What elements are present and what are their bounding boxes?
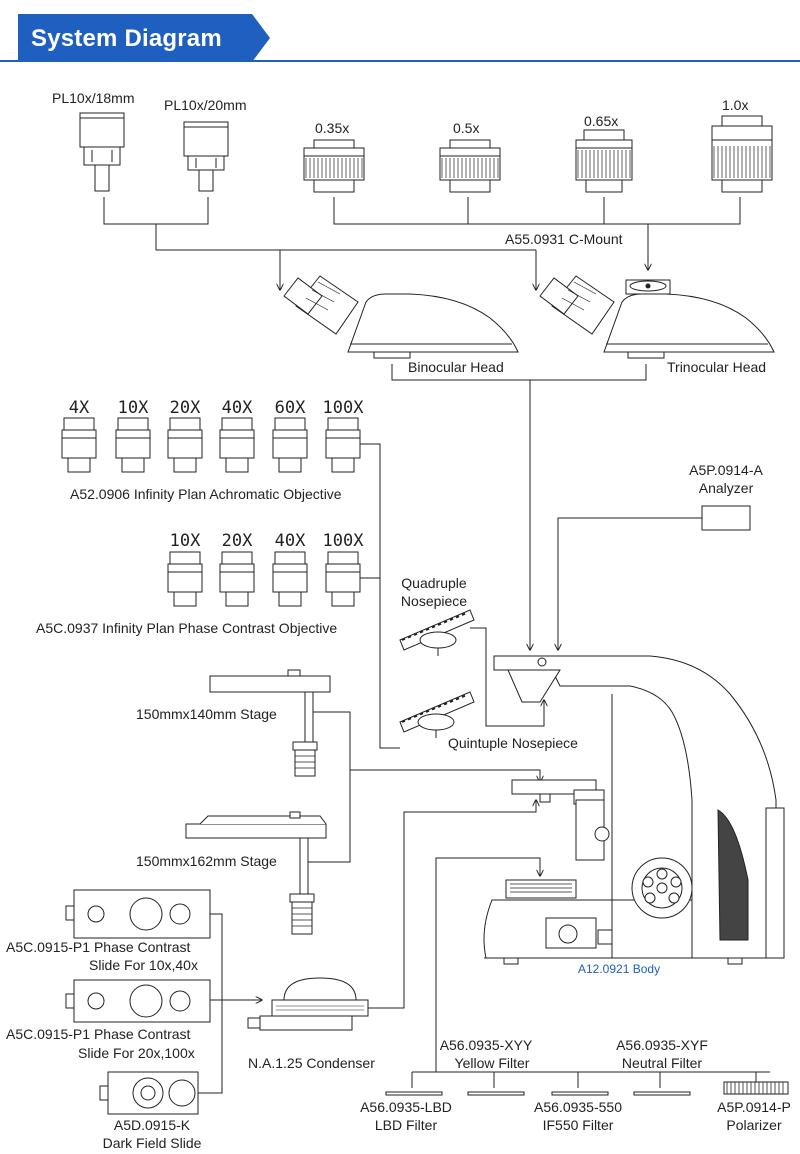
stage-162mm-label: 150mmx162mm Stage <box>136 853 277 869</box>
condenser <box>247 977 369 1031</box>
binocular-head-label: Binocular Head <box>408 359 504 375</box>
stage-162mm <box>185 811 327 935</box>
c-mount-035x <box>303 139 365 193</box>
objective-4x <box>61 417 97 473</box>
c-mount-label: A55.0931 C-Mount <box>505 231 623 247</box>
trinocular-head-label: Trinocular Head <box>667 359 766 375</box>
quadruple-label-1: Quadruple <box>401 575 467 591</box>
if550-filter-name: IF550 Filter <box>543 1117 614 1133</box>
phase-objective-100x <box>325 551 361 607</box>
objective-20x <box>167 417 203 473</box>
header-banner <box>18 14 270 62</box>
header-rule <box>0 60 800 62</box>
condenser-connector <box>368 800 536 1009</box>
phase-slide-10x-40x <box>65 889 211 939</box>
slide-p1b-label-1: A5C.0915-P1 Phase Contrast <box>6 1026 191 1042</box>
slide-p1a-label-1: A5C.0915-P1 Phase Contrast <box>6 939 191 955</box>
objective-label-20x: 20X <box>170 398 201 418</box>
c-mount-035x-label: 0.35x <box>315 120 349 136</box>
objective-label-10x: 10X <box>118 398 149 418</box>
phase-objective-label-40x: 40X <box>275 531 306 551</box>
neutral-filter <box>633 1091 691 1096</box>
polarizer-code: A5P.0914-P <box>717 1099 791 1115</box>
neutral-filter-code: A56.0935-XYF <box>616 1037 708 1053</box>
condenser-label: N.A.1.25 Condenser <box>248 1055 375 1071</box>
dark-field-slide <box>99 1071 199 1115</box>
phase-slide-20x-100x <box>65 979 211 1023</box>
polarizer <box>723 1081 789 1095</box>
slide-p1b-label-2: Slide For 20x,100x <box>78 1045 195 1061</box>
objective-10x <box>115 417 151 473</box>
quadruple-nosepiece <box>399 609 475 656</box>
quintuple-label: Quintuple Nosepiece <box>448 735 578 751</box>
yellow-filter-code: A56.0935-XYY <box>440 1037 533 1053</box>
binocular-head <box>283 275 519 359</box>
objective-60x <box>272 417 308 473</box>
objective-100x <box>325 417 361 473</box>
c-mount-05x <box>439 139 501 193</box>
phase-objective-label-20x: 20X <box>222 531 253 551</box>
dark-slide-label-1: A5D.0915-K <box>114 1117 191 1133</box>
if550-filter-code: A56.0935-550 <box>534 1099 622 1115</box>
polarizer-name: Polarizer <box>726 1117 782 1133</box>
stage-140mm-label: 150mmx140mm Stage <box>136 706 277 722</box>
objective-label-100x: 100X <box>323 398 365 418</box>
eyepiece-18mm-label: PL10x/18mm <box>52 90 134 106</box>
phase-objective-label: A5C.0937 Infinity Plan Phase Contrast Ob… <box>36 620 337 636</box>
quintuple-nosepiece <box>399 691 475 738</box>
objective-label-40x: 40X <box>222 398 253 418</box>
body-label: A12.0921 Body <box>578 962 660 976</box>
phase-objectives <box>167 551 361 607</box>
yellow-filter-name: Yellow Filter <box>455 1055 530 1071</box>
lbd-filter-code: A56.0935-LBD <box>360 1099 452 1115</box>
phase-objective-40x <box>272 551 308 607</box>
nosepiece-connector <box>470 627 544 727</box>
c-mount-10x <box>711 115 773 193</box>
quadruple-label-2: Nosepiece <box>401 593 467 609</box>
head-connector <box>391 364 647 650</box>
achromatic-objectives <box>61 417 361 473</box>
c-mount-065x-label: 0.65x <box>584 113 618 129</box>
dark-slide-label-2: Dark Field Slide <box>103 1135 202 1151</box>
eyepiece-20mm-label: PL10x/20mm <box>164 97 246 113</box>
microscope-body <box>483 655 785 965</box>
analyzer-connector <box>558 517 702 650</box>
page-title: System Diagram <box>31 25 222 52</box>
filter-connector <box>411 857 770 1088</box>
stage-140mm <box>209 669 331 777</box>
lbd-filter <box>385 1091 443 1096</box>
analyzer <box>701 505 751 531</box>
if550-filter <box>551 1091 609 1096</box>
eyepiece-20mm <box>183 121 229 192</box>
c-mount-065x <box>575 129 633 193</box>
slide-connector <box>198 913 262 1094</box>
lbd-filter-name: LBD Filter <box>375 1117 438 1133</box>
analyzer-name: Analyzer <box>699 480 754 496</box>
stage-connector <box>308 711 540 863</box>
analyzer-code: A5P.0914-A <box>689 462 763 478</box>
c-mount-05x-label: 0.5x <box>453 120 479 136</box>
eyepiece-18mm <box>79 112 125 192</box>
objective-label-60x: 60X <box>275 398 306 418</box>
objective-label-4x: 4X <box>69 398 90 418</box>
phase-objective-10x <box>167 551 203 607</box>
slide-p1a-label-2: Slide For 10x,40x <box>89 957 198 973</box>
phase-objective-label-10x: 10X <box>170 531 201 551</box>
yellow-filter <box>467 1091 525 1096</box>
trinocular-head <box>539 275 775 359</box>
phase-objective-label-100x: 100X <box>323 531 365 551</box>
achromatic-objective-label: A52.0906 Infinity Plan Achromatic Object… <box>70 486 342 502</box>
phase-objective-20x <box>219 551 255 607</box>
objective-40x <box>219 417 255 473</box>
objective-connector <box>360 443 400 749</box>
neutral-filter-name: Neutral Filter <box>622 1055 702 1071</box>
eyepiece-connector <box>103 197 741 290</box>
c-mount-10x-label: 1.0x <box>722 97 748 113</box>
